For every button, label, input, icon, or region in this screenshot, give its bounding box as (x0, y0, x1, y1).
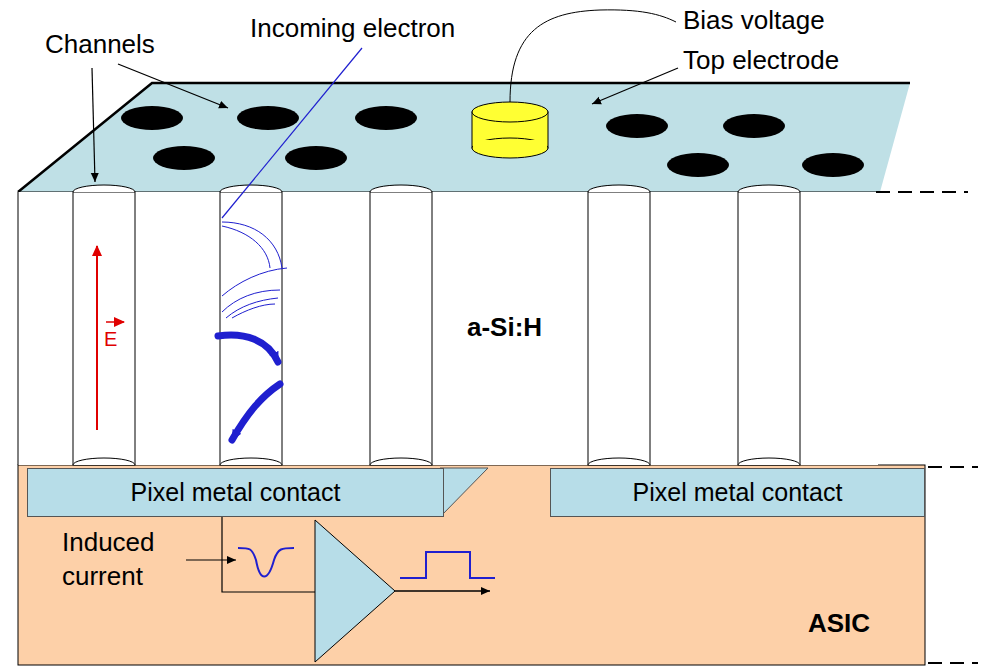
material-region: a-Si:H (18, 192, 878, 465)
callout-label: Top electrode (683, 44, 839, 78)
callout-label: Channels (45, 28, 155, 62)
signal-label: Induced current (62, 526, 192, 594)
contact-label: Pixel metal contact (633, 478, 843, 507)
asic-region: ASIC Pixel metal contact Pixel metal conta… (18, 465, 925, 665)
pixel-contact: Pixel metal contact (550, 468, 925, 517)
contact-label: Pixel metal contact (131, 478, 341, 507)
pixel-contact: Pixel metal contact (27, 468, 444, 517)
region-label: a-Si:H (467, 312, 542, 343)
field-symbol: E (104, 326, 117, 352)
region-label: ASIC (808, 608, 870, 639)
callout-label: Bias voltage (683, 4, 825, 38)
callout-label: Incoming electron (250, 12, 455, 46)
